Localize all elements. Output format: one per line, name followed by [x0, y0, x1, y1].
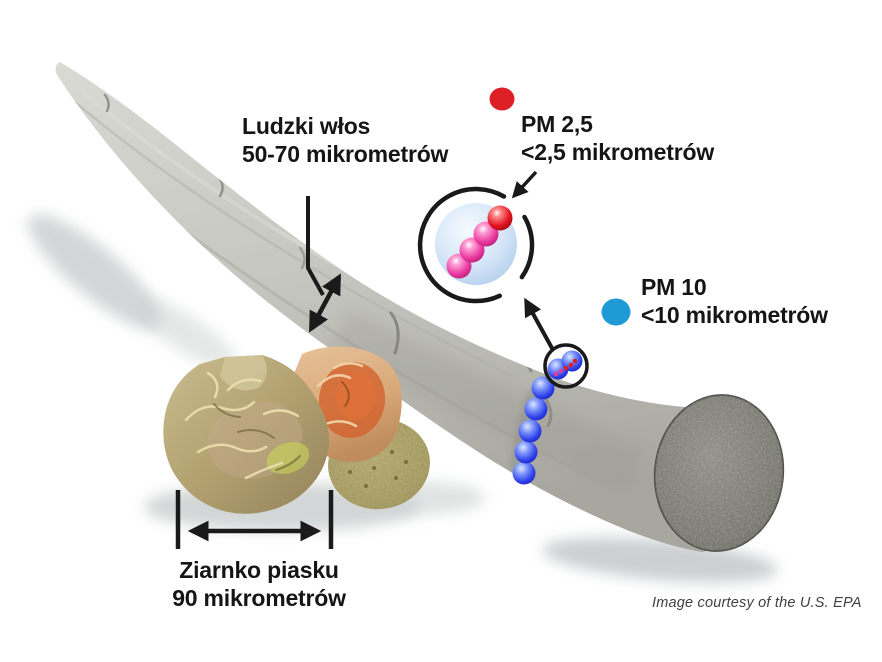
hair-width-arrow [309, 273, 341, 333]
hair-label-line2: 50-70 mikrometrów [242, 141, 449, 167]
hair-tip-shadow [28, 214, 162, 330]
pm25-pointer-arrow [511, 170, 538, 199]
pm10-label: PM 10 <10 mikrometrów [641, 273, 828, 329]
pm25-legend-dot-icon [489, 87, 515, 111]
magnifier-ring [417, 186, 535, 304]
sand-label-line1: Ziarnko piasku [179, 557, 339, 583]
magnify-arrow [524, 297, 555, 351]
sand-label-line2: 90 mikrometrów [172, 585, 346, 611]
hair-mid-shadow [133, 297, 237, 369]
pm10-label-line2: <10 mikrometrów [641, 302, 828, 328]
pm10-legend-dot-icon [601, 298, 631, 326]
pm25-label: PM 2,5 <2,5 mikrometrów [521, 110, 714, 166]
sand-grain-large [163, 355, 330, 514]
pm25-label-line2: <2,5 mikrometrów [521, 139, 715, 165]
pm25-label-line1: PM 2,5 [521, 111, 593, 137]
hair-label-line1: Ludzki włos [242, 113, 371, 139]
hair-label: Ludzki włos 50-70 mikrometrów [242, 112, 448, 168]
magnifier-circle [417, 186, 535, 304]
sand-grains [163, 346, 430, 514]
magnified-pm25-red-sphere [487, 205, 513, 231]
image-credit: Image courtesy of the U.S. EPA [652, 595, 862, 611]
sand-label: Ziarnko piasku 90 mikrometrów [156, 556, 362, 612]
sand-grain-orange [291, 346, 402, 463]
sand-measure-bars [175, 490, 334, 549]
hair-cut-face-grain [654, 395, 784, 551]
actual-size-circle [543, 343, 589, 389]
magnified-pm25-chain [446, 205, 513, 279]
pm10-label-line1: PM 10 [641, 274, 707, 300]
pm10-particle-chain [512, 376, 555, 485]
annotation-lines [175, 170, 555, 549]
pm25-mini-chain [553, 358, 578, 377]
